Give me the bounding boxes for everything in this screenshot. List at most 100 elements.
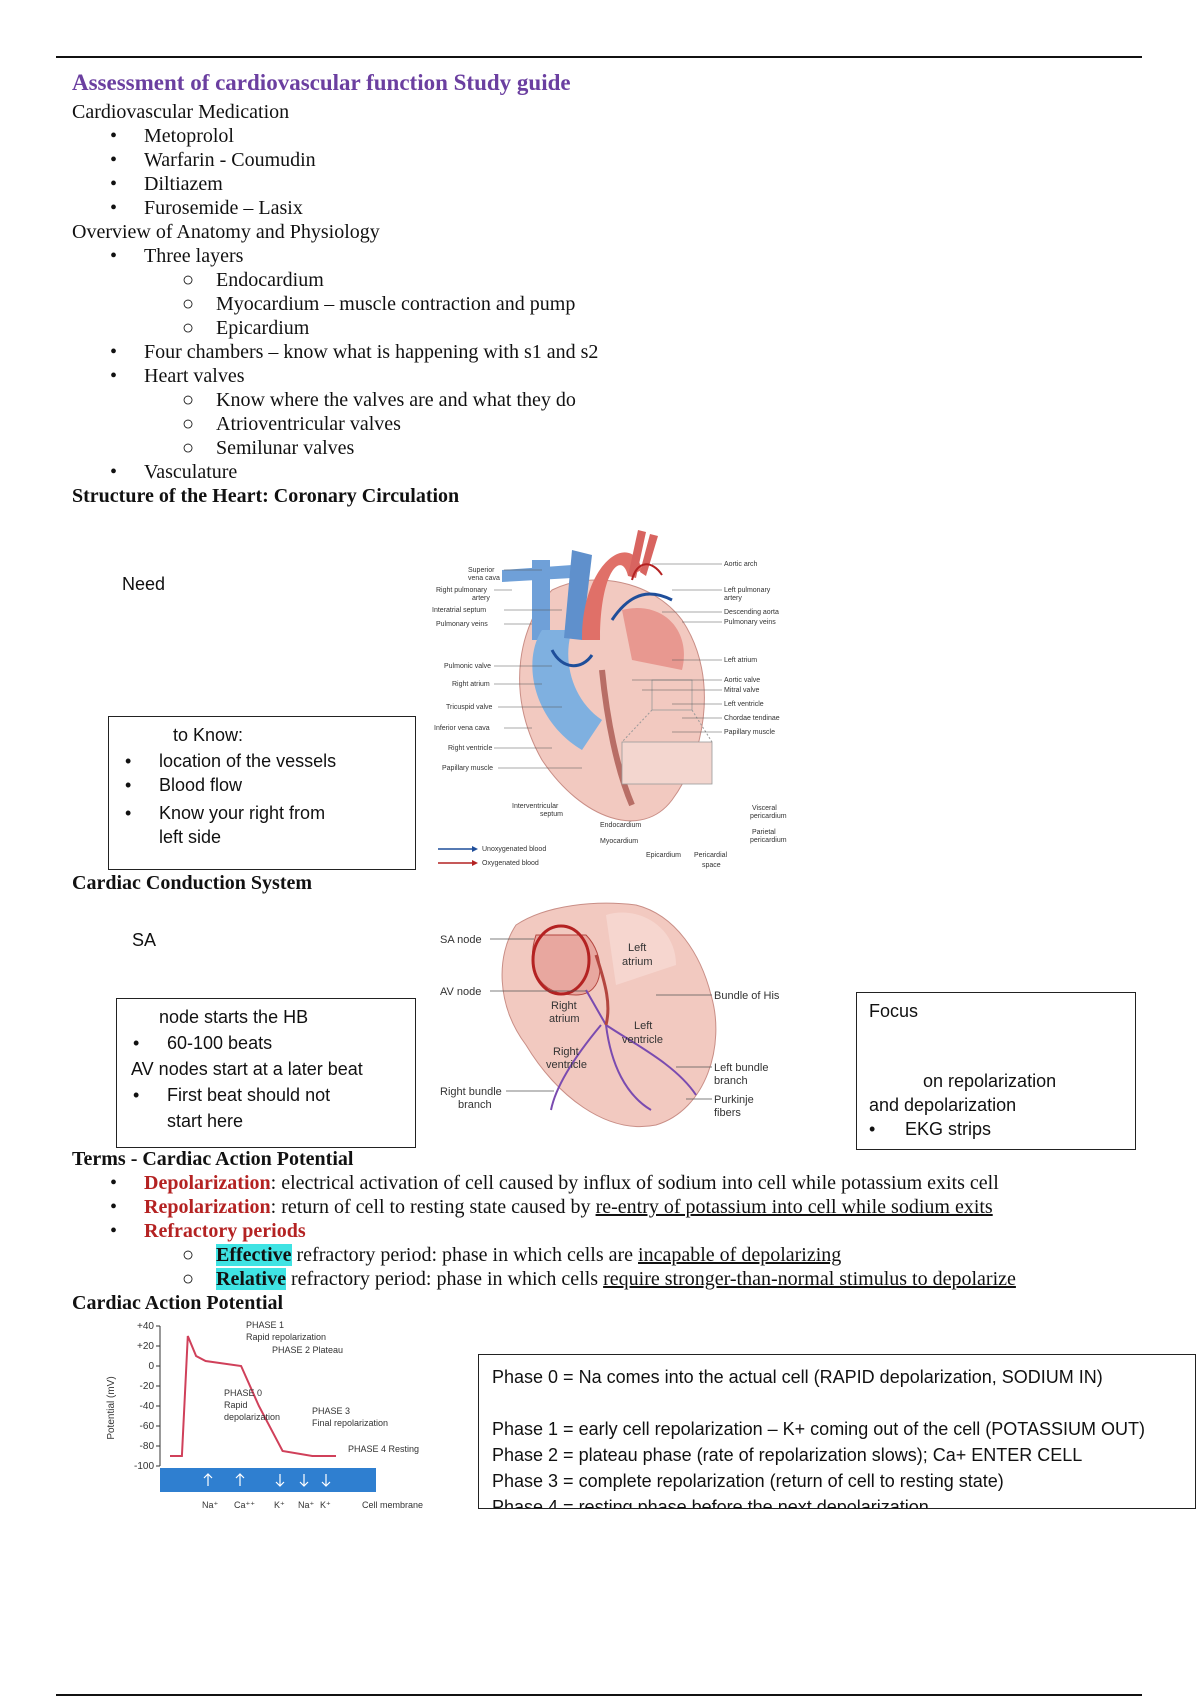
legend-oxygenated: Oxygenated blood (482, 860, 539, 867)
list-item: •Diltiazem (110, 173, 223, 195)
list-item: •Four chambers – know what is happening … (110, 341, 599, 363)
diagram-label: vena cava (468, 575, 500, 582)
diagram-label: Interventricular (512, 803, 559, 810)
box-text: left side (159, 827, 222, 847)
diagram-label: Left bundle (714, 1062, 768, 1074)
list-item: ○Effective refractory period: phase in w… (182, 1244, 842, 1266)
diagram-label: SA node (440, 934, 482, 946)
document-title: Assessment of cardiovascular function St… (72, 70, 571, 95)
legend-unoxygenated: Unoxygenated blood (482, 846, 546, 853)
diagram-label: atrium (549, 1013, 580, 1025)
y-tick-label: +40 (137, 1321, 154, 1332)
terms-section: Terms - Cardiac Action Potential •Depola… (72, 1147, 1172, 1315)
diagram-label: atrium (622, 956, 653, 968)
list-item: ○Semilunar valves (182, 437, 355, 459)
diagram-label: Inferior vena cava (434, 725, 490, 732)
diagram-label: Descending aorta (724, 609, 779, 616)
diagram-label: artery (472, 595, 490, 602)
chart-annotation: PHASE 0 (224, 1388, 262, 1398)
list-item: ○Relative refractory period: phase in wh… (182, 1268, 1016, 1290)
diagram-label: artery (724, 595, 742, 602)
know-box: to Know: •location of the vessels •Blood… (108, 716, 416, 870)
diagram-label: Right bundle (440, 1086, 502, 1098)
diagram-label: Right (551, 1000, 577, 1012)
box-text: •60-100 beats (133, 1033, 273, 1053)
y-axis-label: Potential (mV) (106, 1376, 117, 1439)
diagram-label: ventricle (622, 1034, 663, 1046)
diagram-label: Left ventricle (724, 701, 764, 708)
sa-node-box: node starts the HB •60-100 beats AV node… (116, 998, 416, 1148)
chart-annotation: PHASE 2 Plateau (272, 1345, 343, 1355)
list-item: •Depolarization: electrical activation o… (110, 1172, 999, 1194)
chart-annotation: PHASE 3 (312, 1406, 350, 1416)
chart-annotation: PHASE 1 (246, 1320, 284, 1330)
chart-annotation: Final repolarization (312, 1418, 388, 1428)
anatomy-heading: Overview of Anatomy and Physiology (72, 221, 380, 243)
box-text: node starts the HB (159, 1007, 309, 1027)
box-text: •Know your right from (125, 803, 326, 823)
coronary-heart-diagram: Superior vena cava Right pulmonary arter… (432, 530, 787, 869)
list-item: •Three layers (110, 245, 244, 267)
diagram-label: pericardium (750, 837, 787, 844)
box-text: •First beat should not (133, 1085, 331, 1105)
chart-annotation: depolarization (224, 1412, 280, 1422)
action-potential-line (170, 1335, 336, 1457)
conduction-diagram: SA node AV node Right atrium Left atrium… (440, 902, 780, 1127)
list-item: •Furosemide – Lasix (110, 197, 303, 219)
diagram-label: Interatrial septum (432, 607, 486, 614)
box-text: Phase 3 = complete repolarization (retur… (492, 1471, 1004, 1491)
membrane-label: Cell membrane (362, 1500, 423, 1510)
diagram-label: branch (714, 1075, 748, 1087)
diagram-label: Purkinje (714, 1094, 754, 1106)
diagram-label: Superior (468, 567, 495, 574)
diagram-label: Chordae tendinae (724, 715, 780, 722)
diagram-label: ventricle (546, 1059, 587, 1071)
list-item: •Refractory periods (110, 1220, 306, 1242)
diagram-label: Tricuspid valve (446, 704, 493, 711)
y-tick-label: +20 (137, 1341, 154, 1352)
diagram-label: Left pulmonary (724, 587, 771, 594)
diagram-label: Papillary muscle (724, 729, 775, 736)
action-potential-chart: +40+200-20-40-60-80-100 Potential (mV) P… (106, 1320, 423, 1510)
diagram-label: Pulmonary veins (724, 619, 776, 626)
y-tick-label: -80 (140, 1441, 155, 1452)
chart-annotation: Rapid repolarization (246, 1332, 326, 1342)
box-text: on repolarization (923, 1071, 1057, 1091)
action-potential-heading: Cardiac Action Potential (72, 1292, 284, 1314)
sa-label: SA (132, 930, 157, 950)
membrane-ion: K⁺ (274, 1500, 285, 1510)
diagram-label: Epicardium (646, 852, 681, 859)
list-item: •Repolarization: return of cell to resti… (110, 1196, 993, 1218)
y-tick-label: -20 (140, 1381, 155, 1392)
membrane-ion: Na⁺ (298, 1500, 315, 1510)
diagram-label: Aortic valve (724, 677, 760, 684)
diagram-label: fibers (714, 1107, 741, 1119)
list-item: •Vasculature (110, 461, 238, 483)
box-text: AV nodes start at a later beat (131, 1059, 363, 1079)
coronary-heading: Structure of the Heart: Coronary Circula… (72, 485, 460, 507)
list-item: •Metoprolol (110, 125, 234, 147)
box-text: Phase 1 = early cell repolarization – K+… (492, 1419, 1145, 1439)
focus-box: Focus on repolarization and depolarizati… (856, 992, 1136, 1150)
chart-annotation: Rapid (224, 1400, 248, 1410)
diagram-label: septum (540, 811, 563, 818)
need-label: Need (122, 574, 166, 594)
diagram-label: Pulmonic valve (444, 663, 491, 670)
box-text: •location of the vessels (125, 751, 337, 771)
bottom-rule (56, 1694, 1142, 1696)
y-tick-label: -60 (140, 1421, 155, 1432)
membrane-ion: K⁺ (320, 1500, 331, 1510)
diagram-label: Visceral (752, 805, 777, 812)
terms-heading: Terms - Cardiac Action Potential (72, 1148, 354, 1170)
diagram-label: Left (628, 942, 646, 954)
box-text: and depolarization (869, 1095, 1017, 1115)
diagram-label: Parietal (752, 829, 776, 836)
box-text: •EKG strips (869, 1119, 992, 1139)
diagram-label: AV node (440, 986, 481, 998)
box-text: start here (167, 1111, 244, 1131)
diagram-label: Right atrium (452, 681, 490, 688)
y-tick-label: -40 (140, 1401, 155, 1412)
list-item: ○Epicardium (182, 317, 310, 339)
diagram-label: Left (634, 1020, 652, 1032)
box-text: Phase 2 = plateau phase (rate of repolar… (492, 1445, 1083, 1465)
